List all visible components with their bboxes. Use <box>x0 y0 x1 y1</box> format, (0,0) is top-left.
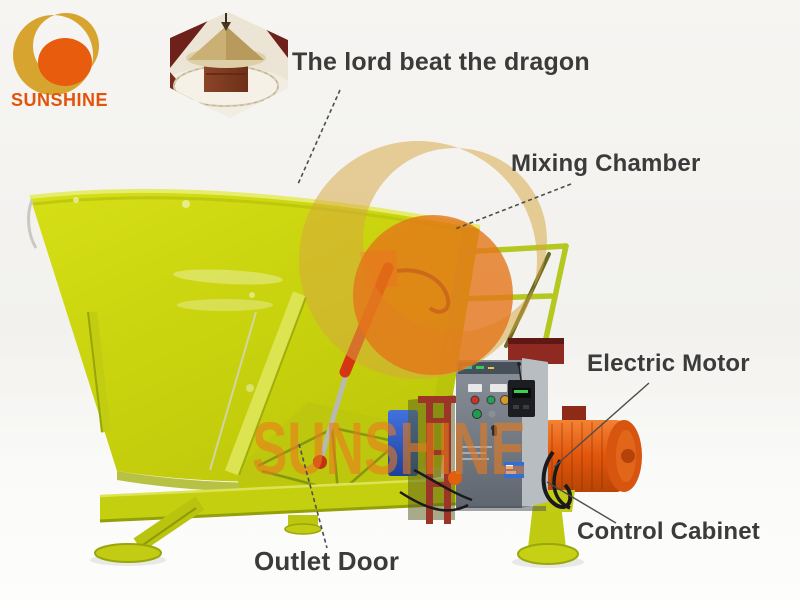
middle-foot <box>284 523 322 535</box>
outlet-door-left-rail <box>87 311 111 433</box>
label-mixing-chamber: Mixing Chamber <box>511 150 701 177</box>
rim-wire <box>27 199 38 249</box>
leader-inset <box>297 89 341 185</box>
leader-lines <box>297 89 650 549</box>
cylinder-rod <box>317 367 351 463</box>
leader-control-cabinet <box>546 481 617 524</box>
auger-inset-image <box>170 12 288 118</box>
logo-sun-icon <box>38 38 92 86</box>
sunshine-logo <box>13 13 99 95</box>
logo-crescent-icon <box>13 13 99 95</box>
watermark-sun-circle <box>353 215 513 375</box>
label-electric-motor: Electric Motor <box>587 350 750 377</box>
watermark-logo: SUNSHINE <box>252 141 547 490</box>
label-outlet-door: Outlet Door <box>254 546 400 576</box>
watermark-text: SUNSHINE <box>252 407 526 490</box>
inset-corner-shadow <box>170 18 210 68</box>
left-foot <box>94 543 162 563</box>
label-inset: The lord beat the dragon <box>292 48 590 76</box>
motor-cables <box>399 450 573 512</box>
sunshine-logo-text: SUNSHINE <box>11 90 109 110</box>
indicator-red <box>470 395 480 405</box>
right-foot <box>517 543 579 565</box>
motor-terminal <box>562 406 586 420</box>
door-slide-rail <box>224 291 308 476</box>
start-button <box>472 409 482 419</box>
control-cabinet <box>456 358 548 511</box>
leader-mixing-chamber <box>454 183 572 230</box>
indicator-green <box>486 395 496 405</box>
cabinet-nameplate <box>468 384 482 392</box>
leader-electric-motor <box>553 382 650 468</box>
orange-fitting <box>448 471 462 485</box>
left-leg <box>133 496 205 552</box>
leader-outlet-door <box>298 443 328 549</box>
label-control-cabinet: Control Cabinet <box>577 518 760 545</box>
